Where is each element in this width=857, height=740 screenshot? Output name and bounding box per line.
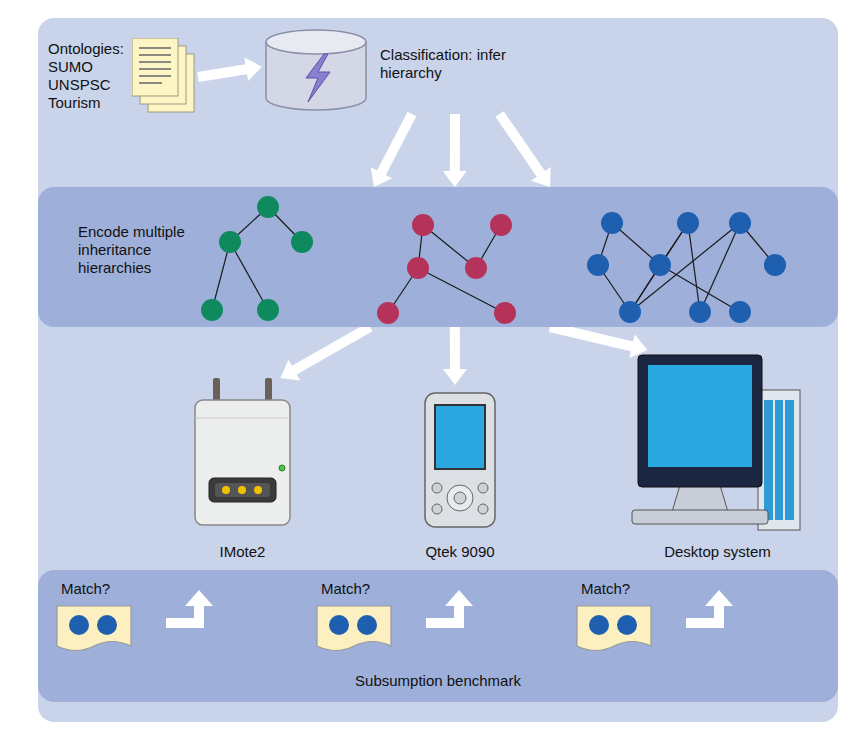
block-arrow	[280, 323, 372, 381]
ontology-sources: Ontologies: SUMO UNSPSC Tourism	[48, 36, 198, 118]
match-document: Match?	[575, 580, 657, 658]
desktop-computer	[630, 350, 805, 540]
qtek-9090-device	[410, 385, 510, 535]
node-label: Ontologies: SUMO UNSPSC Tourism	[48, 40, 130, 112]
classifier-database: Classification: infer hierarchy	[262, 28, 512, 114]
block-arrow	[371, 112, 417, 187]
block-arrow	[197, 57, 262, 82]
benchmark-band: Subsumption benchmark Match? Match? Match?	[38, 570, 838, 702]
node-label: Encode multiple inheritance hierarchies	[78, 223, 213, 277]
block-arrow	[549, 322, 648, 358]
imote2-device	[185, 378, 300, 538]
block-arrow	[443, 114, 467, 187]
block-arrow	[443, 327, 467, 385]
node-label: Qtek 9090	[410, 543, 510, 561]
hierarchy-graphs	[38, 187, 838, 327]
match-document: Match?	[55, 580, 137, 658]
node-label: Classification: infer hierarchy	[380, 46, 510, 82]
match-document	[315, 604, 395, 656]
match-document	[575, 604, 655, 656]
node-label: Match?	[61, 580, 110, 598]
node-label: Desktop system	[630, 543, 805, 561]
database-cylinder	[262, 28, 372, 114]
node-label: Match?	[581, 580, 630, 598]
device-node: Qtek 9090	[410, 385, 510, 563]
device-node: IMote2	[185, 378, 300, 563]
block-arrow	[495, 111, 550, 187]
match-document: Match?	[315, 580, 397, 658]
match-document	[55, 604, 135, 656]
ontology-documents	[132, 38, 198, 116]
encoding-band: Encode multiple inheritance hierarchies	[38, 187, 838, 327]
node-label: IMote2	[185, 543, 300, 561]
node-label: Match?	[321, 580, 370, 598]
node-label: Subsumption benchmark	[38, 672, 838, 690]
device-node: Desktop system	[630, 350, 805, 563]
